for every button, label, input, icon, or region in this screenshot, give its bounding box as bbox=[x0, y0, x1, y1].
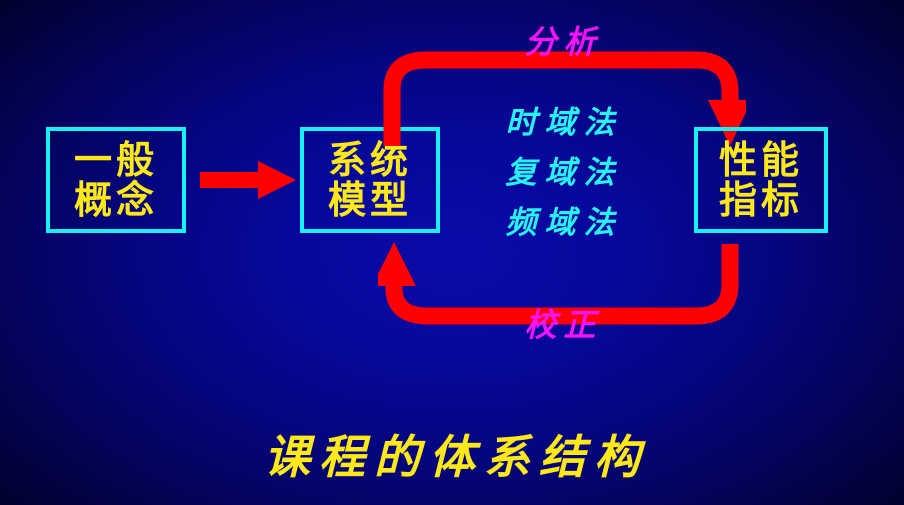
loop-arrow-analysis bbox=[383, 51, 746, 146]
node-box-system-model[interactable]: 系统 模型 bbox=[300, 127, 440, 233]
loop-label-correction: 校正 bbox=[524, 306, 603, 344]
method-item-complex-domain: 复域法 bbox=[505, 155, 623, 192]
loop-arrow-correction bbox=[378, 242, 739, 325]
method-item-time-domain: 时域法 bbox=[505, 105, 623, 141]
arrow-general-to-model bbox=[200, 161, 296, 199]
method-item-frequency-domain: 频域法 bbox=[505, 205, 623, 242]
loop-label-analysis: 分析 bbox=[524, 23, 603, 61]
arrow-head-right bbox=[200, 161, 296, 199]
node-label-general-concept: 一般 概念 bbox=[73, 137, 158, 222]
loop-arrow-correction-path bbox=[385, 244, 739, 325]
slide-title: 课程的体系结构 bbox=[264, 430, 649, 484]
loop-arrow-analysis-head bbox=[708, 100, 746, 146]
loop-arrow-correction-head bbox=[378, 242, 416, 286]
loop-arrow-analysis-path bbox=[383, 51, 739, 146]
node-label-system-model: 系统 模型 bbox=[327, 137, 412, 222]
method-list: 时域法 复域法 频域法 bbox=[452, 98, 668, 249]
node-label-performance-index: 性能 指标 bbox=[718, 137, 803, 222]
node-box-performance-index[interactable]: 性能 指标 bbox=[694, 127, 828, 233]
node-box-general-concept[interactable]: 一般 概念 bbox=[46, 127, 186, 233]
